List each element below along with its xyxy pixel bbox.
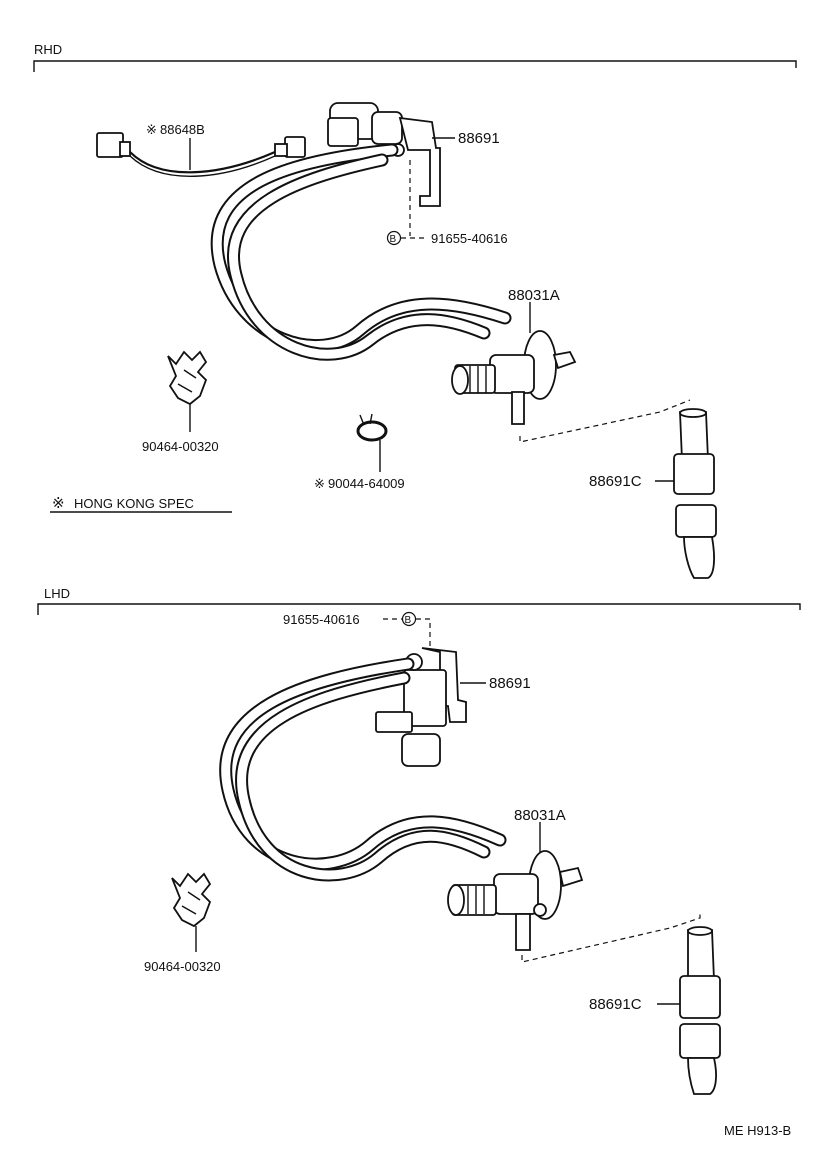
spec-note-mark: ※ bbox=[52, 495, 65, 512]
label-rhd-spec-mark-90044: ※ bbox=[314, 476, 325, 491]
rhd-title: RHD bbox=[34, 42, 62, 57]
label-lhd-88691: 88691 bbox=[489, 675, 531, 692]
vacuum-hoses-lhd bbox=[219, 657, 507, 882]
label-lhd-88031a: 88031A bbox=[514, 807, 566, 824]
label-rhd-88648b: 88648B bbox=[160, 122, 205, 137]
wire-harness-88648b bbox=[96, 132, 306, 178]
valve-88031a-lhd bbox=[447, 850, 584, 951]
rhd-bracket bbox=[33, 60, 797, 72]
vsv-88691-rhd bbox=[327, 102, 441, 207]
hose-88691c-rhd bbox=[673, 408, 717, 579]
label-rhd-90044-64009: 90044-64009 bbox=[328, 476, 405, 491]
hose-88691c-lhd bbox=[679, 926, 721, 1095]
bolt-marker-lhd bbox=[401, 611, 417, 627]
label-rhd-91655-40616: 91655-40616 bbox=[431, 231, 508, 246]
label-rhd-88031a: 88031A bbox=[508, 287, 560, 304]
bolt-marker-rhd bbox=[386, 230, 402, 246]
hose-clip-90044-64009 bbox=[356, 413, 388, 442]
valve-88031a-rhd bbox=[451, 330, 577, 425]
label-rhd-88691: 88691 bbox=[458, 130, 500, 147]
lhd-section: LHD 91655-40616 B 88691 bbox=[37, 586, 801, 1095]
vsv-88691-lhd bbox=[375, 647, 467, 767]
bolt-marker-lhd-text: B bbox=[405, 615, 412, 626]
label-rhd-88691c: 88691C bbox=[589, 473, 642, 490]
label-lhd-91655-40616: 91655-40616 bbox=[283, 612, 360, 627]
spec-note: HONG KONG SPEC bbox=[74, 496, 194, 511]
clamp-90464-00320-rhd bbox=[167, 350, 208, 406]
label-rhd-90464-00320: 90464-00320 bbox=[142, 439, 219, 454]
vacuum-hoses-rhd bbox=[210, 143, 512, 361]
label-rhd-spec-mark-88648b: ※ bbox=[146, 122, 157, 137]
bolt-marker-rhd-text: B bbox=[390, 234, 397, 245]
clamp-90464-00320-lhd bbox=[171, 872, 212, 928]
lhd-bracket bbox=[37, 603, 801, 615]
rhd-section: RHD ※ 88648B 88691 B 91655-40616 bbox=[33, 42, 797, 579]
lhd-title: LHD bbox=[44, 586, 70, 601]
label-lhd-90464-00320: 90464-00320 bbox=[144, 959, 221, 974]
label-lhd-88691c: 88691C bbox=[589, 996, 642, 1013]
diagram-code: ME H913-B bbox=[724, 1123, 791, 1138]
